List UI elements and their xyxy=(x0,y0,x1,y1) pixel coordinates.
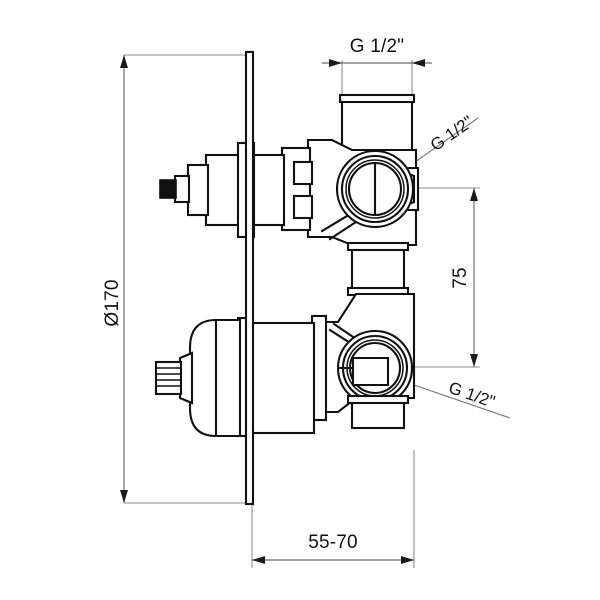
arrow-head-up-75 xyxy=(470,188,478,201)
dimension-plate-diameter: Ø170 xyxy=(102,54,252,504)
dimension-port-spacing: 75 xyxy=(418,187,480,368)
bottom-outlet-tube xyxy=(346,394,410,430)
escutcheon-plate xyxy=(244,50,255,506)
dim-label-port-spacing: 75 xyxy=(450,267,471,289)
upper-neck-step-bottom xyxy=(292,194,314,220)
arrow-head-right xyxy=(401,556,414,564)
leader-label-lower-group: G 1/2" xyxy=(446,378,497,411)
upper-square-drive-stem xyxy=(159,179,177,199)
upper-end-cap xyxy=(186,163,210,217)
arrow-head-top-left xyxy=(329,59,342,67)
escutcheon-plate-body xyxy=(244,50,255,506)
dim-label-plate-diameter: Ø170 xyxy=(102,279,123,326)
arrow-head-down xyxy=(120,490,128,503)
upper-port-gusset-2 xyxy=(328,220,358,241)
bottom-tube-collar xyxy=(346,394,410,405)
upper-port-ring-inner-guide xyxy=(345,159,405,219)
arrow-head-up xyxy=(120,55,128,68)
dim-label-top-thread: G 1/2" xyxy=(350,36,404,57)
bottom-tube-body xyxy=(350,400,406,430)
upper-threaded-port xyxy=(320,149,420,241)
lower-threaded-port xyxy=(328,322,414,407)
upper-stem-shoulder xyxy=(173,174,191,204)
arrow-head-down-75 xyxy=(470,354,478,367)
mid-tube-collar-top xyxy=(346,241,410,252)
dimension-depth-range: 55-70 xyxy=(251,450,415,568)
lower-barrel xyxy=(248,321,316,435)
lower-port-internal-detail xyxy=(351,356,390,387)
upper-port-ring-mid xyxy=(340,154,410,224)
dim-label-depth-range: 55-70 xyxy=(308,532,358,553)
lower-splined-stem xyxy=(154,360,183,396)
arrow-head-top-right xyxy=(412,59,425,67)
dim-label-lower-port-thread: G 1/2" xyxy=(446,378,497,411)
dim-label-upper-port-thread: G 1/2" xyxy=(427,112,477,155)
arrow-head-left xyxy=(252,556,265,564)
dim-label-plate-diameter-group: Ø170 xyxy=(102,279,123,326)
top-tube-collar xyxy=(338,93,416,104)
dimension-top-thread: G 1/2" xyxy=(322,36,432,98)
mid-connector-tube xyxy=(346,241,410,297)
upper-neck-step-top xyxy=(292,160,314,186)
dim-label-port-spacing-group: 75 xyxy=(450,267,471,289)
leader-label-upper-group: G 1/2" xyxy=(427,112,477,155)
mid-tube-body xyxy=(350,247,406,291)
